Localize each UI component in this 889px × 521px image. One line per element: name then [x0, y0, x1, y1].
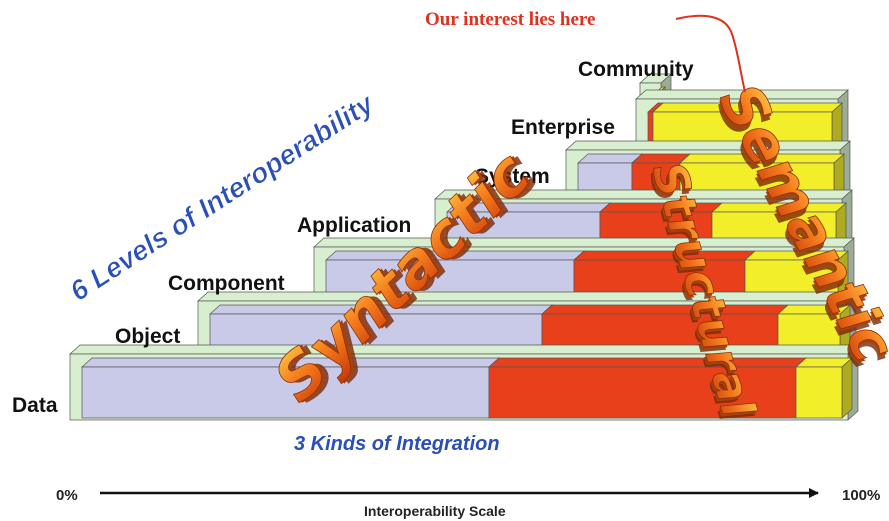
level-data-semantic-bar-front — [795, 366, 843, 419]
level-system-slab-top — [565, 140, 851, 151]
callout-arrow — [675, 14, 746, 93]
level-label-application: Application — [297, 214, 411, 237]
level-label-system: System — [475, 165, 550, 188]
callout-text: Our interest lies here — [425, 9, 595, 30]
interoperability-scale: 0% 100% Interoperability Scale — [56, 487, 880, 519]
level-object-structural-bar-top — [541, 304, 789, 315]
level-data-structural-bar-top — [488, 357, 807, 368]
level-label-data: Data — [12, 394, 58, 417]
level-label-object: Object — [115, 325, 180, 348]
staircase-levels — [69, 73, 859, 421]
level-label-community: Community — [578, 58, 694, 81]
level-object-slab-top — [197, 291, 857, 302]
integration-subtitle: 3 Kinds of Integration — [294, 433, 500, 455]
scale-start-label: 0% — [56, 487, 78, 504]
scale-end-label: 100% — [842, 487, 880, 504]
level-label-enterprise: Enterprise — [511, 116, 615, 139]
level-label-component: Component — [168, 272, 285, 295]
scale-title: Interoperability Scale — [364, 503, 506, 519]
level-data-structural-bar-front — [488, 366, 797, 419]
level-system-syntactic-bar-top — [577, 153, 643, 164]
